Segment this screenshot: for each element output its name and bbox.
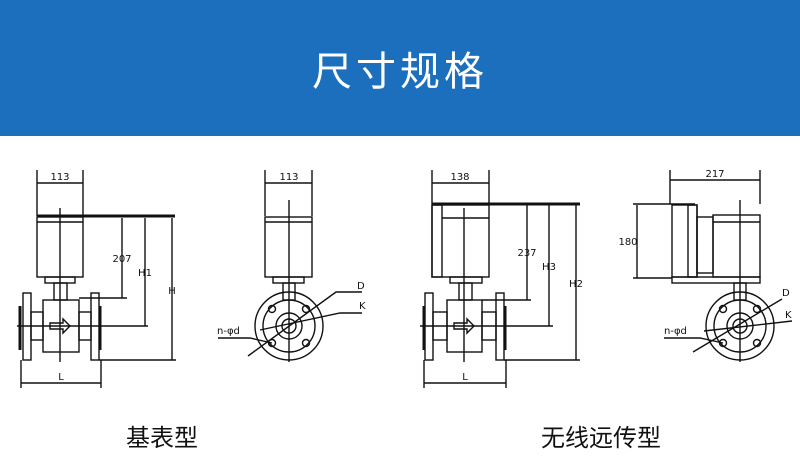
h3-label: H3 bbox=[542, 262, 556, 273]
remote-side-view: 217 180 D K n-φd bbox=[618, 169, 793, 362]
k-label: K bbox=[785, 310, 792, 321]
basic-side-view: 113 D K n-φd bbox=[217, 170, 366, 362]
height-180-label: 180 bbox=[618, 237, 637, 248]
width-label: 113 bbox=[50, 172, 69, 183]
caption-remote: 无线远传型 bbox=[541, 424, 661, 452]
height-237-label: 237 bbox=[517, 248, 536, 259]
holes-label: n-φd bbox=[664, 326, 687, 337]
h-label: H bbox=[168, 286, 176, 297]
width-label: 217 bbox=[705, 169, 724, 180]
height-207-label: 207 bbox=[112, 254, 131, 265]
k-label: K bbox=[359, 301, 366, 312]
length-label: L bbox=[462, 372, 468, 383]
holes-label: n-φd bbox=[217, 326, 240, 337]
page-title: 尺寸规格 bbox=[312, 49, 488, 95]
caption-basic: 基表型 bbox=[126, 424, 198, 452]
h2-label: H2 bbox=[569, 279, 583, 290]
remote-front-view: 138 237 H3 H2 L bbox=[420, 170, 583, 388]
basic-front-view: 113 207 H1 H L bbox=[17, 170, 176, 388]
d-label: D bbox=[782, 288, 790, 299]
d-label: D bbox=[357, 281, 365, 292]
header-banner: 尺寸规格 bbox=[0, 0, 800, 136]
length-label: L bbox=[58, 372, 64, 383]
width-label: 113 bbox=[279, 172, 298, 183]
width-label: 138 bbox=[450, 172, 469, 183]
h1-label: H1 bbox=[138, 268, 152, 279]
